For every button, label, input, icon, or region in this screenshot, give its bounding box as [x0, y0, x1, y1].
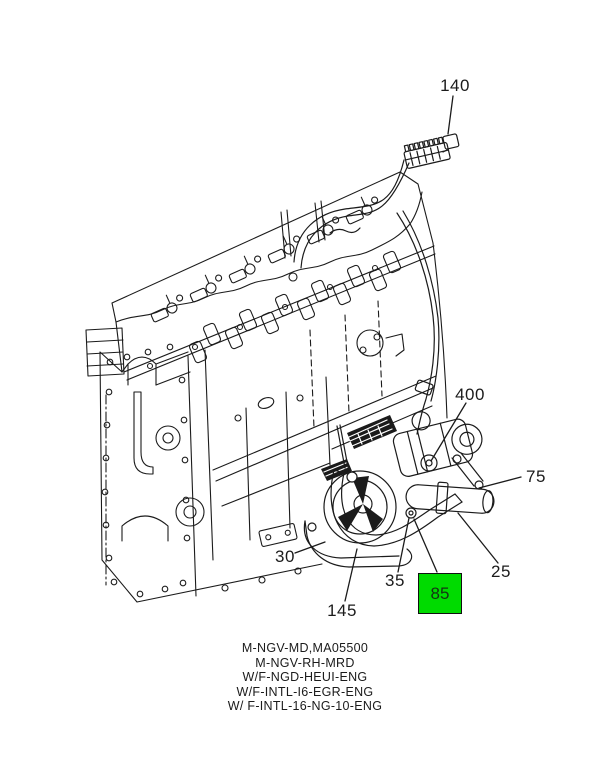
- part-code-line: W/ F-INTL-16-NG-10-ENG: [227, 699, 383, 714]
- part-code-line: W/F-INTL-I6-EGR-ENG: [236, 684, 374, 699]
- leader-85: [413, 518, 438, 573]
- leader-400: [430, 402, 467, 462]
- part-code-line: M-NGV-MD,MA05500: [241, 641, 369, 655]
- callout-25[interactable]: 25: [491, 562, 511, 581]
- harness-connector-140: [403, 133, 460, 169]
- leader-30: [294, 541, 326, 554]
- part-code-line: W/F-NGD-HEUI-ENG: [242, 670, 368, 685]
- leader-140: [447, 95, 454, 135]
- leader-25: [457, 512, 499, 564]
- highlight-box-85[interactable]: 85: [418, 573, 462, 614]
- callout-30[interactable]: 30: [275, 547, 295, 566]
- callout-140[interactable]: 140: [440, 76, 470, 95]
- callout-400[interactable]: 400: [455, 385, 485, 404]
- leader-35: [397, 517, 410, 573]
- part-code-line: M-NGV-RH-MRD: [255, 655, 355, 670]
- leader-lines: [294, 95, 522, 602]
- engine-assembly-drawing: [85, 171, 448, 603]
- leader-145: [344, 548, 358, 602]
- fin-grid: [321, 415, 397, 483]
- pump-assembly: [303, 411, 495, 568]
- callout-35[interactable]: 35: [385, 571, 405, 590]
- head-ports: [188, 249, 402, 365]
- part-code-block: M-NGV-MD,MA05500 M-NGV-RH-MRD W/F-NGD-HE…: [0, 641, 610, 714]
- wiring-harness: [293, 133, 460, 435]
- callout-85[interactable]: 85: [430, 583, 450, 603]
- leader-75: [478, 476, 522, 489]
- callout-75[interactable]: 75: [526, 467, 546, 486]
- bolt-holes: [101, 343, 191, 598]
- callout-145[interactable]: 145: [327, 601, 357, 620]
